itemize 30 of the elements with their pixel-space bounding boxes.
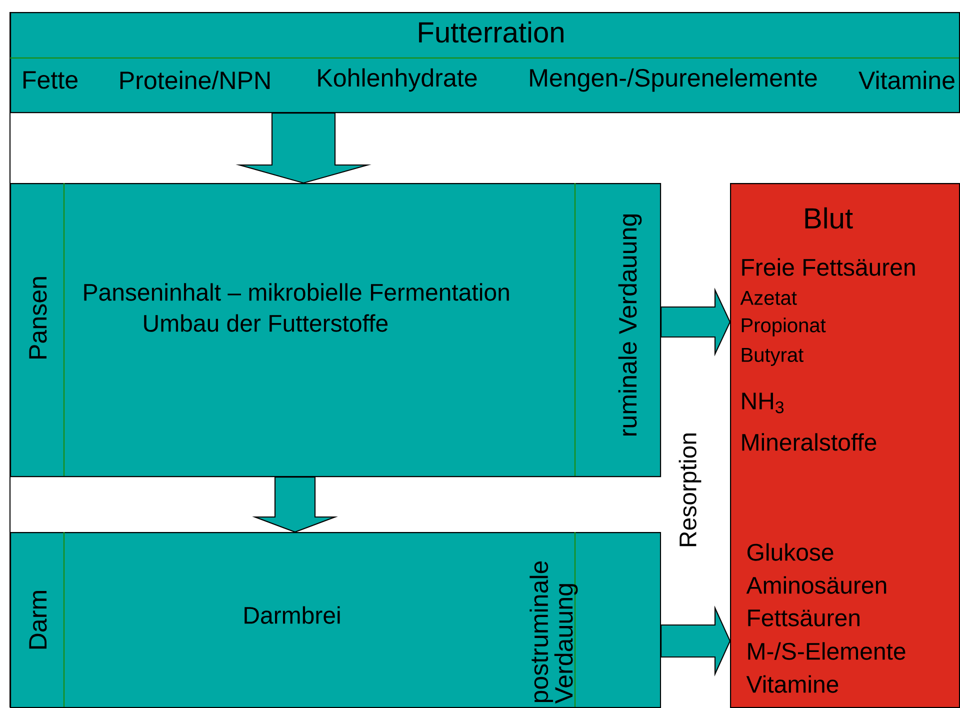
substance-label: M-/S-Elemente [748, 642, 906, 660]
substance-label: Vitamine [746, 675, 838, 693]
box-text: Panseninhalt – mikrobielle Fermentation [84, 283, 509, 301]
section-label: postruminale Verdauung [530, 561, 578, 704]
box-title: Blut [805, 207, 853, 229]
rotated-label: Resorption [678, 434, 702, 546]
section-label: Darm [29, 591, 47, 649]
substance-label: Freie Fettsäuren [742, 258, 915, 276]
substance-label: Fettsäuren [748, 610, 860, 626]
substance-label: Butyrat [742, 348, 804, 366]
substance-label: Aminosäuren [746, 576, 886, 594]
substance-label: Azetat [740, 291, 797, 305]
block-arrow [660, 606, 731, 676]
nutrient-label: Proteine/NPN [120, 70, 270, 90]
box-text: Umbau der Futterstoffe [144, 314, 388, 332]
block-arrow [252, 476, 338, 533]
section-label: Pansen [29, 277, 47, 358]
box-text: Darmbrei [244, 606, 340, 624]
nutrient-label: Mengen-/Spurenelemente [530, 68, 817, 92]
box-title: Futterration [419, 21, 564, 43]
nutrient-label: Vitamine [858, 70, 954, 90]
substance-label: Glukose [747, 543, 834, 561]
nutrient-label: Fette [24, 71, 78, 89]
substance-label: NH$_{3}$ [742, 392, 784, 414]
substance-label: Propionat [742, 318, 826, 336]
nutrient-label: Kohlenhydrate [318, 68, 477, 92]
block-arrow [660, 288, 731, 356]
block-arrow [236, 112, 372, 184]
section-label: ruminale Verdauung [618, 214, 642, 436]
substance-label: Mineralstoffe [742, 433, 876, 451]
